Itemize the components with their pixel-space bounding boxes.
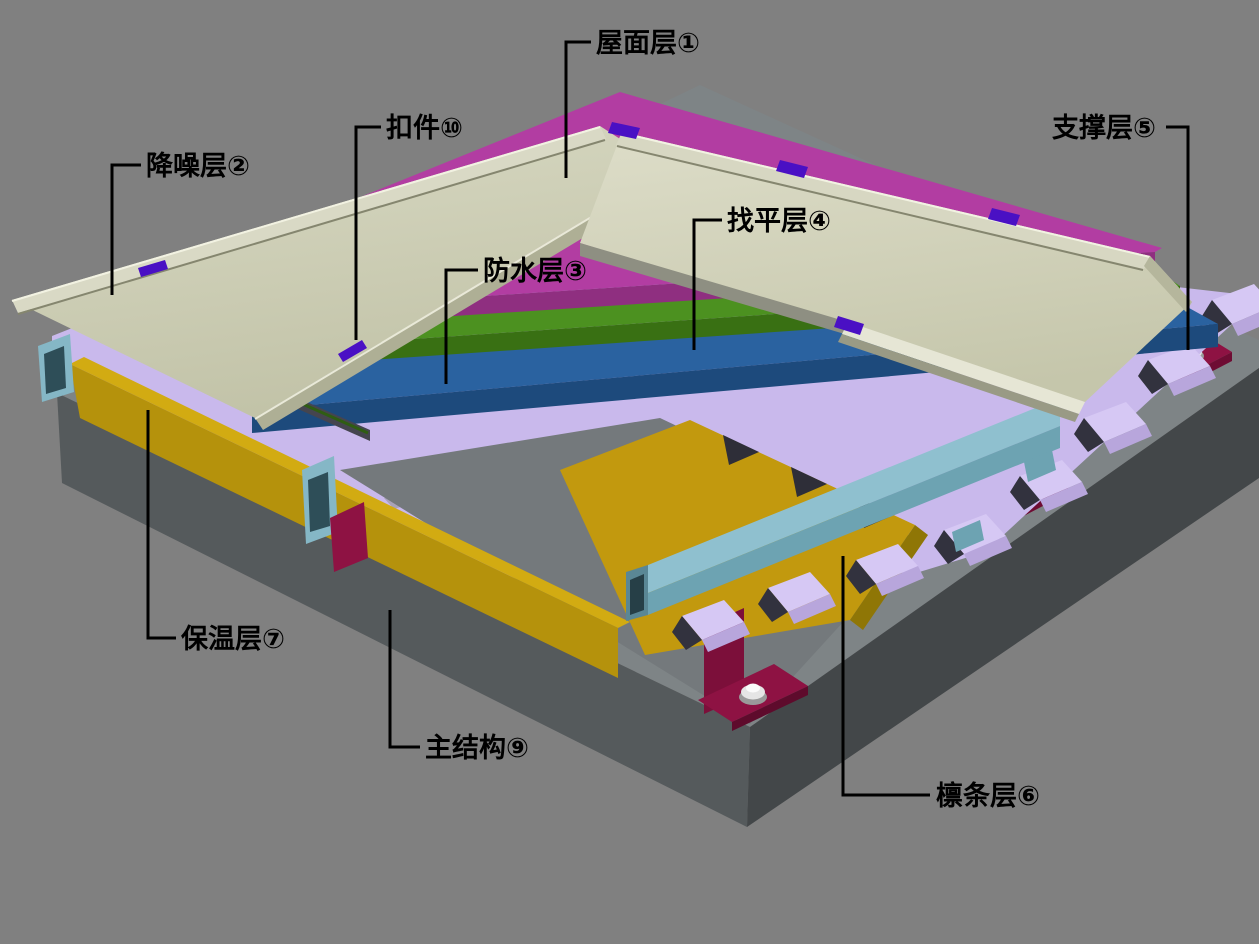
leader-insulation-layer — [146, 410, 176, 640]
support-sheet-ribs — [672, 284, 1259, 652]
label-roof-layer: 屋面层① — [596, 28, 700, 59]
leader-purlin-layer — [841, 556, 930, 797]
structure-slab-front-right-face — [747, 368, 1259, 827]
clip-icon — [138, 260, 168, 277]
label-clip: 扣件⑩ — [386, 113, 463, 144]
roof-panel-right — [580, 132, 1192, 422]
leader-roof-layer — [564, 40, 591, 178]
purlin-left-end — [38, 334, 74, 402]
roof-clips — [138, 122, 1020, 362]
leader-support-layer — [1166, 125, 1190, 350]
label-main-structure: 主结构⑨ — [425, 733, 529, 764]
purlin-main — [626, 398, 1060, 621]
clip-icon — [338, 340, 367, 362]
leader-main-structure — [388, 610, 420, 749]
bolt-bracket — [739, 683, 767, 705]
purlin-peek — [1024, 450, 1056, 482]
insulation-band-top — [70, 357, 630, 628]
clip-icon — [776, 160, 808, 178]
leader-clip — [354, 125, 381, 340]
leader-leveling-layer — [692, 218, 722, 350]
structure-slab-front-left-face — [57, 393, 750, 827]
label-leveling-layer: 找平层④ — [727, 206, 831, 237]
purlin-mid-stub — [302, 456, 368, 572]
label-purlin-layer: 檩条层⑥ — [936, 780, 1040, 812]
label-noise-layer: 降噪层② — [146, 151, 250, 182]
leader-noise-layer — [110, 163, 141, 295]
purlin-peek — [952, 520, 984, 552]
label-support-layer: 支撑层⑤ — [1052, 113, 1156, 144]
clip-icon — [988, 208, 1020, 226]
clip-icon — [608, 122, 640, 139]
label-insulation-layer: 保温层⑦ — [180, 624, 285, 655]
label-waterproof-layer: 防水层③ — [483, 256, 587, 287]
clip-icon — [834, 316, 864, 335]
leader-waterproof-layer — [444, 268, 478, 384]
